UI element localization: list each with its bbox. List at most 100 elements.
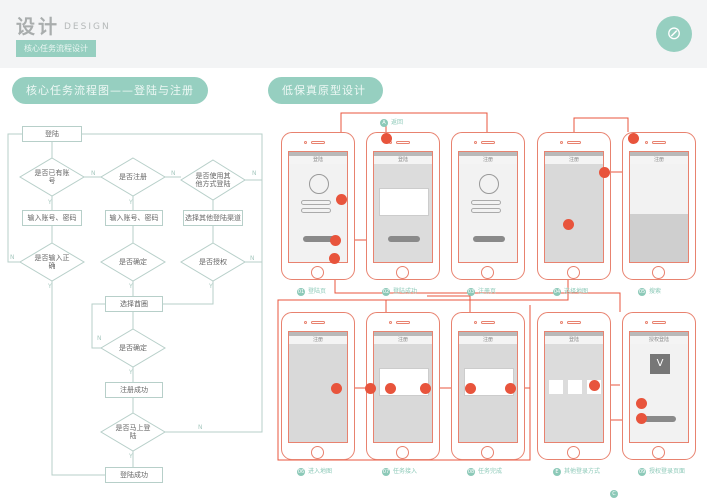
home-button[interactable]: [396, 446, 409, 459]
step-number: 02: [382, 287, 390, 296]
nav-title: 登陆: [545, 336, 603, 344]
home-button[interactable]: [652, 266, 665, 279]
hotspot-marker: [636, 398, 647, 409]
hotspot-marker: [628, 133, 639, 144]
home-button[interactable]: [311, 446, 324, 459]
status-bar: [545, 152, 603, 156]
hotspot-marker: [336, 194, 347, 205]
decision-diamond: [180, 159, 246, 201]
step-number: 08: [467, 467, 475, 476]
step-label: 搜索: [649, 288, 662, 295]
text-field[interactable]: [301, 200, 331, 205]
camera-icon: [304, 141, 307, 144]
hotspot-marker: [465, 383, 476, 394]
step-number: 04: [553, 287, 561, 296]
hotspot-marker: [505, 383, 516, 394]
screen: 登陆: [544, 331, 604, 443]
page-title-en: DESIGN: [64, 22, 111, 32]
nav-title: 注册: [374, 336, 432, 344]
camera-icon: [560, 321, 563, 324]
screen: 登陆: [288, 151, 348, 263]
camera-icon: [389, 321, 392, 324]
screen: 登陆: [373, 151, 433, 263]
nav-title: 登陆: [374, 156, 432, 164]
flow-branch-label: N: [91, 170, 96, 177]
action-button[interactable]: [388, 236, 420, 242]
camera-icon: [645, 321, 648, 324]
wechat-icon[interactable]: [549, 380, 563, 394]
step-number: 01: [297, 287, 305, 296]
step-label: 任务接入: [393, 468, 418, 475]
phone-screen-5[interactable]: 注册: [622, 132, 696, 280]
speaker-icon: [567, 321, 581, 324]
status-bar: [289, 332, 347, 336]
flow-decision: 是否注册: [119, 172, 147, 181]
flow-branch-label: N: [198, 424, 203, 431]
step-number: 05: [638, 287, 646, 296]
step-label: 选择地图: [564, 288, 589, 295]
nav-title: 注册: [545, 156, 603, 164]
step-number: E: [553, 467, 561, 476]
nav-title: 授权登陆: [630, 336, 688, 344]
marker-badge: C: [610, 489, 618, 498]
camera-icon: [474, 141, 477, 144]
flow-branch-label: N: [10, 254, 15, 261]
nav-title: 注册: [630, 156, 688, 164]
qq-icon[interactable]: [568, 380, 582, 394]
status-bar: [545, 332, 603, 336]
phone-screen-1[interactable]: 登陆: [281, 132, 355, 280]
hotspot-marker: [330, 235, 341, 246]
decision-diamond: [180, 242, 246, 282]
phone-screen-4[interactable]: 注册: [537, 132, 611, 280]
home-button[interactable]: [567, 446, 580, 459]
text-field[interactable]: [301, 208, 331, 213]
home-button[interactable]: [481, 446, 494, 459]
hotspot-marker: [563, 219, 574, 230]
keyboard[interactable]: [630, 214, 688, 262]
phone-screen-6[interactable]: 注册: [281, 312, 355, 460]
nav-title: 注册: [289, 336, 347, 344]
action-button[interactable]: [473, 236, 505, 242]
home-button[interactable]: [652, 446, 665, 459]
camera-icon: [645, 141, 648, 144]
hotspot-marker: [329, 253, 340, 264]
status-bar: [374, 332, 432, 336]
screen: 授权登陆 V: [629, 331, 689, 443]
decision-diamond: [100, 242, 166, 282]
hotspot-marker: [599, 167, 610, 178]
home-button[interactable]: [567, 266, 580, 279]
screen: 注册: [544, 151, 604, 263]
home-button[interactable]: [311, 266, 324, 279]
action-button[interactable]: [644, 416, 676, 422]
hotspot-marker: [589, 380, 600, 391]
text-field[interactable]: [471, 208, 501, 213]
hotspot-marker: [420, 383, 431, 394]
page-title: 设计: [16, 16, 61, 38]
action-button[interactable]: [303, 236, 335, 242]
home-button[interactable]: [481, 266, 494, 279]
flow-branch-label: Y: [129, 199, 133, 206]
step-number: 06: [297, 467, 305, 476]
marker-badge: A: [380, 118, 388, 127]
marker-text: 返回: [391, 119, 404, 126]
phone-screen-3[interactable]: 注册: [451, 132, 525, 280]
home-button[interactable]: [396, 266, 409, 279]
nav-title: 注册: [459, 336, 517, 344]
hotspot-marker: [381, 133, 392, 144]
flow-step: 选择酋圈: [105, 296, 163, 312]
hotspot-marker: [365, 383, 376, 394]
step-number: 03: [467, 287, 475, 296]
flow-branch-label: Y: [129, 283, 133, 290]
text-field[interactable]: [471, 200, 501, 205]
phone-screen-10[interactable]: 授权登陆 V: [622, 312, 696, 460]
phone-screen-2[interactable]: 登陆: [366, 132, 440, 280]
flow-step: 输入账号、密码: [22, 210, 82, 226]
decision-diamond: [100, 157, 166, 197]
flow-decision: 是否马上登陆: [115, 423, 151, 440]
header: [0, 0, 707, 68]
speaker-icon: [652, 321, 666, 324]
flow-branch-label: Y: [48, 283, 52, 290]
